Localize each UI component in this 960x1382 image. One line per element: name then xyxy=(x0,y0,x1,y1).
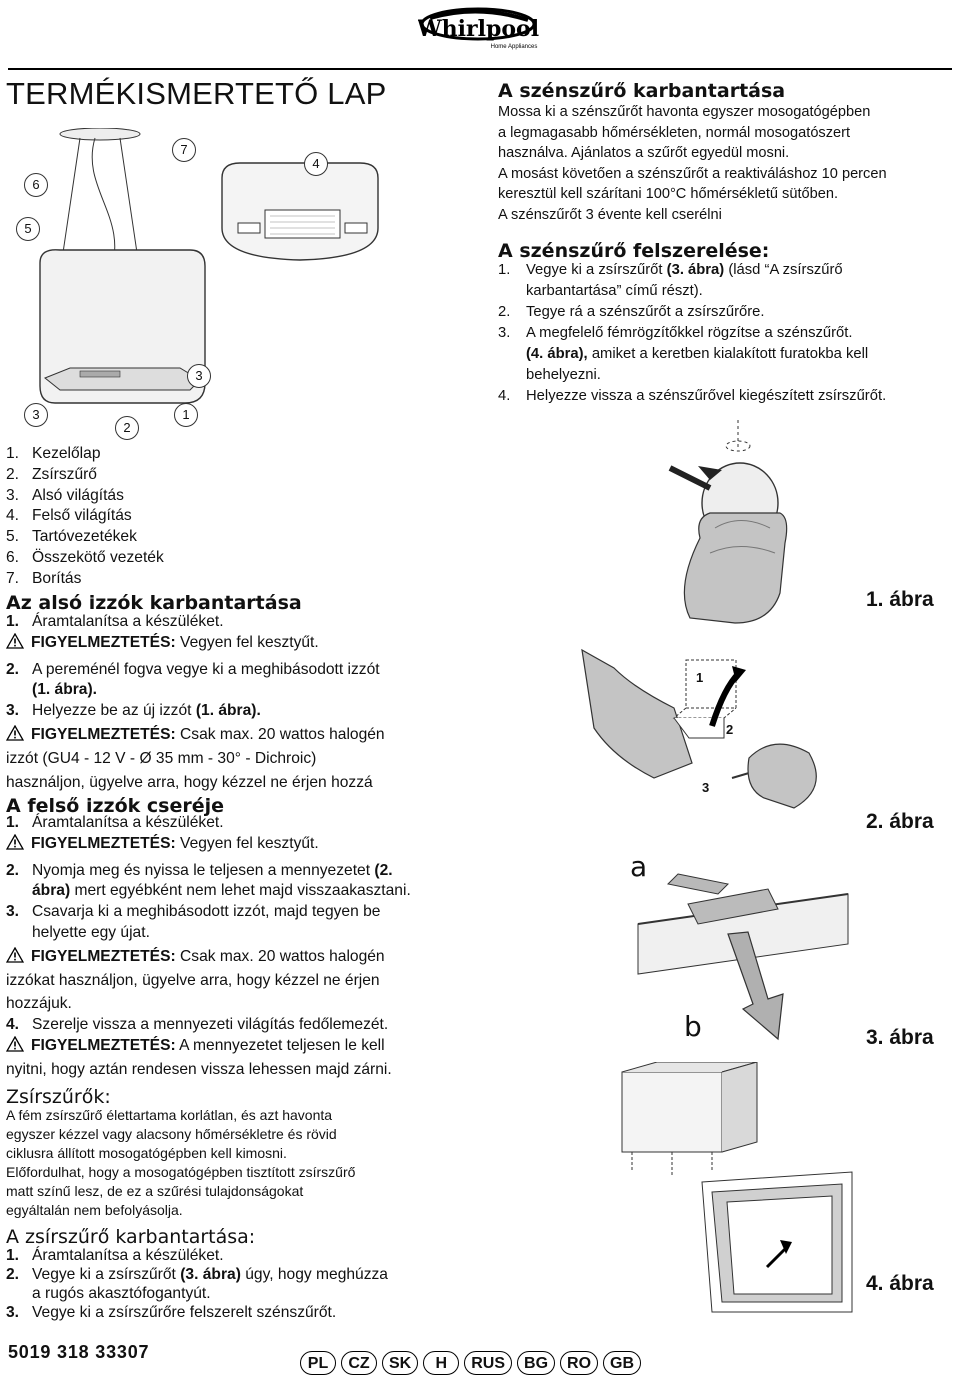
language-badge-ro[interactable]: RO xyxy=(560,1351,599,1375)
figure-2-mark-3: 3 xyxy=(702,780,710,795)
grease-maintenance-steps: 1.Áramtalanítsa a készüléket. 2.Vegye ki… xyxy=(6,1247,388,1321)
language-badge-cz[interactable]: CZ xyxy=(341,1351,377,1375)
figure-2-label: 2. ábra xyxy=(866,810,934,833)
callout-6: 6 xyxy=(24,173,48,197)
warning-triangle-icon xyxy=(6,833,24,850)
callout-2: 2 xyxy=(115,416,139,440)
language-badge-gb[interactable]: GB xyxy=(603,1351,642,1375)
parts-item: 5.Tartóvezetékek xyxy=(6,528,137,546)
grease-filters-heading: Zsírszűrők: xyxy=(6,1086,111,1108)
language-badge-pl[interactable]: PL xyxy=(300,1351,336,1375)
parts-item: 4.Felső világítás xyxy=(6,507,132,525)
callout-3-right: 3 xyxy=(187,364,211,388)
language-badge-sk[interactable]: SK xyxy=(382,1351,419,1375)
callout-7: 7 xyxy=(172,138,196,162)
figure-4-label: 4. ábra xyxy=(866,1272,934,1295)
carbon-install-heading: A szénszűrő felszerelése: xyxy=(498,240,770,262)
callout-4: 4 xyxy=(304,152,328,176)
whirlpool-logo: Whirlpool Home Appliances xyxy=(418,7,539,50)
header-rule xyxy=(8,68,952,70)
figure-4-carbon-filter xyxy=(621,1062,853,1313)
figure-3-mark-a: a xyxy=(630,850,648,883)
warning-triangle-icon xyxy=(6,946,24,963)
parts-list: 1.Kezelőlap 2.Zsírszűrő 3.Alsó világítás… xyxy=(6,444,164,590)
carbon-maintenance-text: Mossa ki a szénszűrőt havonta egyszer mo… xyxy=(498,104,887,223)
callout-1: 1 xyxy=(174,403,198,427)
figure-3-filter-removal xyxy=(637,873,849,1041)
parts-item: 2.Zsírszűrő xyxy=(6,465,97,483)
parts-item: 1.Kezelőlap xyxy=(6,445,101,462)
hood-product-illustration xyxy=(39,128,379,404)
figure-3-label: 3. ábra xyxy=(866,1026,934,1049)
page-title: TERMÉKISMERTETŐ LAP xyxy=(6,76,387,111)
lower-bulbs-section: 1.Áramtalanítsa a készüléket. FIGYELMEZT… xyxy=(6,613,385,791)
figure-2-mark-1: 1 xyxy=(696,670,704,685)
upper-bulbs-section: 1.Áramtalanítsa a készüléket. FIGYELMEZT… xyxy=(6,814,411,1078)
figure-2-ceiling-panel xyxy=(581,648,817,809)
parts-item: 3.Alsó világítás xyxy=(6,486,124,504)
figure-3-mark-b: b xyxy=(684,1010,702,1043)
language-badge-h[interactable]: H xyxy=(423,1351,460,1375)
warning-triangle-icon xyxy=(6,632,24,649)
language-badges: PL CZ SK H RUS BG RO GB xyxy=(300,1351,642,1375)
warning-triangle-icon xyxy=(6,724,24,741)
carbon-maintenance-heading: A szénszűrő karbantartása xyxy=(498,80,786,102)
figure-2-mark-2: 2 xyxy=(726,722,734,737)
document-code: 5019 318 33307 xyxy=(8,1342,150,1362)
grease-filters-text: A fém zsírszűrő élettartama korlátlan, é… xyxy=(6,1107,356,1218)
brand-tagline: Home Appliances xyxy=(491,44,538,50)
callout-3-left: 3 xyxy=(24,403,48,427)
callout-5: 5 xyxy=(16,217,40,241)
grease-maintenance-heading: A zsírszűrő karbantartása: xyxy=(6,1226,256,1248)
warning-triangle-icon xyxy=(6,1035,24,1052)
upper-bulbs-heading: A felső izzók cseréje xyxy=(6,795,225,817)
parts-item: 6.Összekötő vezeték xyxy=(6,548,164,566)
language-badge-rus[interactable]: RUS xyxy=(464,1351,513,1375)
carbon-install-steps: 1.Vegye ki a zsírszűrőt (3. ábra) (lásd … xyxy=(498,262,887,404)
figure-1-label: 1. ábra xyxy=(866,588,934,611)
parts-item: 7.Borítás xyxy=(6,569,82,587)
brand-name: Whirlpool xyxy=(418,16,539,42)
figure-1-bulb-removal xyxy=(668,420,788,624)
lower-bulbs-heading: Az alsó izzók karbantartása xyxy=(6,592,302,614)
language-badge-bg[interactable]: BG xyxy=(517,1351,556,1375)
